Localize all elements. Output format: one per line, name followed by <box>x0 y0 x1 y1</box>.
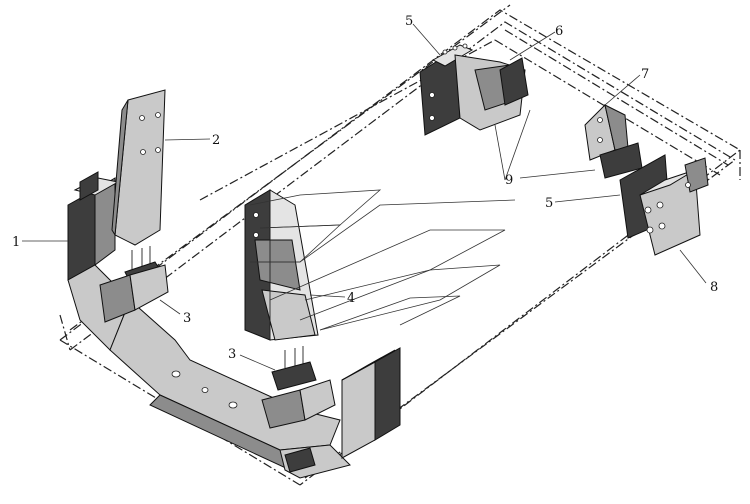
callout-labels: 1 2 3 3 4 5 5 6 7 8 9 <box>12 14 718 362</box>
callout-6: 6 <box>555 24 563 39</box>
callout-4: 4 <box>347 291 355 306</box>
part-4-central-bracket <box>244 189 319 341</box>
callout-leaders <box>22 23 707 371</box>
callout-9: 9 <box>505 173 513 188</box>
part-3-mount-lower <box>261 346 336 429</box>
callout-7: 7 <box>641 67 649 82</box>
callout-1: 1 <box>12 235 20 250</box>
part-7-small-bracket <box>584 104 643 179</box>
part-8-right-bracket <box>619 154 709 256</box>
callout-8: 8 <box>710 280 718 295</box>
front-channel-upright <box>341 347 401 459</box>
part-9-guide-strips <box>249 109 596 331</box>
part-3-mount-upper <box>99 246 169 323</box>
part-2-upper-bracket <box>111 89 166 246</box>
part-6-rear-bracket <box>419 43 529 136</box>
callout-5-upper: 5 <box>405 14 413 29</box>
callout-3-lower: 3 <box>228 347 236 362</box>
callout-2: 2 <box>212 133 220 148</box>
callout-5-lower: 5 <box>545 196 553 211</box>
callout-3-upper: 3 <box>183 311 191 326</box>
